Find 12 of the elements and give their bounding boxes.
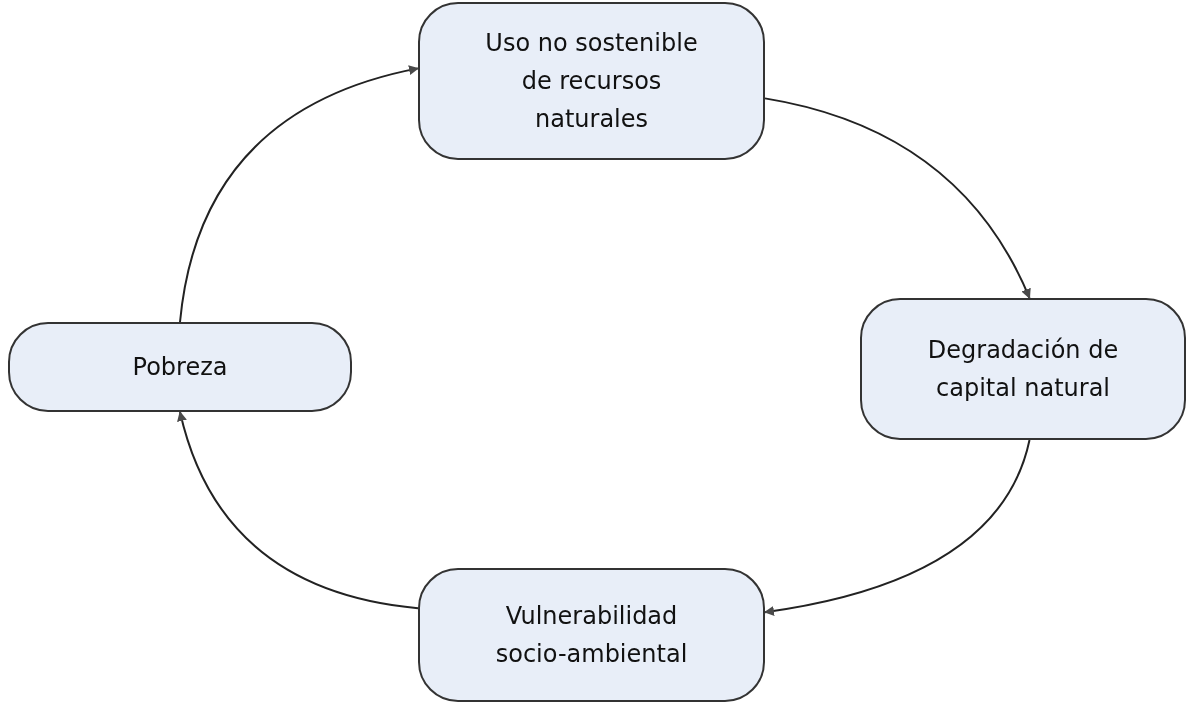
rounded-box — [418, 2, 765, 160]
curved-arrow — [764, 439, 1031, 616]
box-label: Pobreza — [132, 352, 228, 383]
box-label: Vulnerabilidad socio-ambiental — [494, 601, 689, 670]
box-label: Uso no sostenible de recursos naturales — [484, 28, 699, 135]
rounded-box — [8, 322, 352, 412]
rounded-box — [860, 298, 1186, 440]
box-label: Degradación de capital natural — [926, 335, 1120, 404]
curved-arrow — [764, 97, 1031, 299]
rounded-box — [418, 568, 765, 702]
curved-arrow — [179, 65, 419, 323]
curved-arrow — [177, 411, 419, 610]
